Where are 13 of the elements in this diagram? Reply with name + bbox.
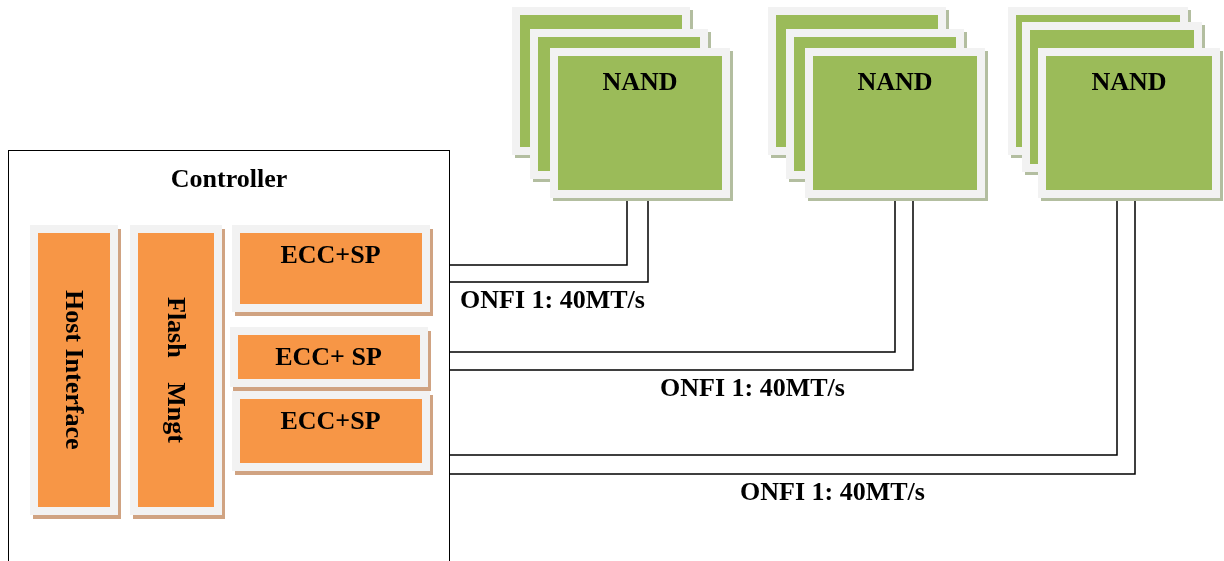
node-label: Flash Mngt: [161, 296, 190, 443]
node-label: NAND: [602, 68, 678, 97]
node-label: NAND: [857, 68, 933, 97]
chip-stack: [1008, 7, 1220, 198]
node-label: Host Interface: [59, 289, 88, 450]
node-label: Controller: [170, 165, 288, 194]
chip-stack: [768, 7, 985, 198]
chip-stack: [512, 7, 730, 198]
controller-box: [8, 150, 450, 561]
node-label: ECC+SP: [280, 406, 381, 436]
node-label: ECC+ SP: [275, 342, 382, 372]
node-label: ECC+SP: [280, 240, 381, 270]
node-label: NAND: [1091, 68, 1167, 97]
